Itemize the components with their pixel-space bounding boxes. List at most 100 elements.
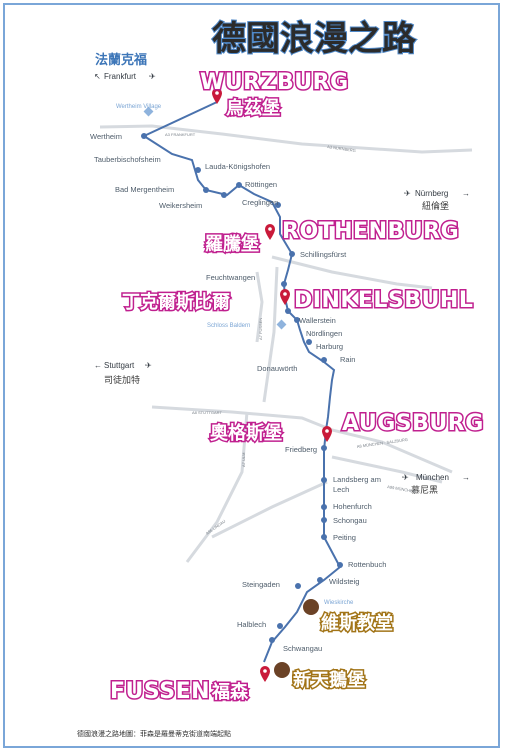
map-pin-icon (212, 88, 222, 104)
highlight-fussen-cjk: 福森 (211, 681, 249, 703)
nurnberg-cjk-label: 紐倫堡 (422, 200, 449, 212)
town-label-schongau: Schongau (333, 516, 367, 525)
munchen-arrow-icon: → (462, 473, 470, 482)
frankfurt-label: Frankfurt (104, 72, 137, 81)
town-label-tauberbischofsheim: Tauberbischofsheim (94, 155, 161, 164)
town-dot-schillingsfurst (289, 251, 295, 257)
town-label-wildsteig: Wildsteig (329, 577, 359, 586)
highlight-augsburg-en: AUGSBURG (342, 411, 484, 436)
highlight-dinkelsbuhl-en: DINKELSBUHL (294, 288, 473, 313)
highlight-neuschwanstein-cjk: 新天鵝堡 (293, 669, 365, 691)
map-frame: 德國浪漫之路 法蘭克福 ↖ Frankfurt ✈ ✈ Nürnberg → 紐… (3, 3, 500, 748)
munchen-airplane-icon: ✈ (402, 473, 409, 482)
town-dot-halblech (277, 623, 283, 629)
motorway-a7-north (262, 266, 279, 403)
town-label-hohenfurch: Hohenfurch (333, 502, 372, 511)
town-label-wieskirche: Wieskirche (324, 600, 354, 606)
highlight-rothenburg-cjk: 羅騰堡 (205, 233, 259, 255)
nurnberg-airplane-icon: ✈ (404, 189, 411, 198)
stuttgart-arrow-icon: ← (94, 361, 102, 370)
town-dot-schongau (321, 517, 327, 523)
highlight-wurzburg-cjk: 烏茲堡 (226, 97, 280, 119)
town-dot-harburg (306, 339, 312, 345)
road-label-a99-munchen: A99 MÜNCHEN (387, 484, 416, 494)
town-label-rottenbuch: Rottenbuch (348, 560, 386, 569)
stuttgart-cjk-label: 司徒加特 (104, 374, 140, 386)
town-label-bad-mergentheim: Bad Mergentheim (115, 185, 174, 194)
town-label-landsberg: Landsberg am (333, 475, 381, 484)
town-label-rain: Rain (340, 355, 355, 364)
road-label-a7-fussen: A7 FUSSEN (258, 318, 263, 340)
frankfurt-arrow-icon: ↖ (94, 72, 101, 81)
town-label-steingaden: Steingaden (242, 580, 280, 589)
town-dot-peiting (321, 534, 327, 540)
map-pin-icon (280, 289, 290, 305)
munchen-label: München (416, 473, 449, 482)
motorway-a3 (99, 124, 473, 154)
town-dot-feuchtwangen (281, 281, 287, 287)
road-label-a3-nurnberg: A3 NURNBERG (327, 144, 356, 153)
highlight-fussen-en: FUSSEN (110, 679, 210, 704)
road-label-a7-ulm: A7 ULM (241, 453, 246, 467)
map-pin-icon (260, 666, 270, 682)
highlight-dinkelsbuhl-cjk: 丁克爾斯比爾 (122, 291, 230, 313)
town-label-harburg: Harburg (316, 342, 343, 351)
town-label-nordlingen: Nördlingen (306, 329, 342, 338)
romantic-road-route (141, 101, 342, 663)
town-label-schillingsfurst: Schillingsfürst (300, 250, 347, 259)
map-pin-icon (322, 426, 332, 442)
munchen-cjk-label: 慕尼黑 (411, 484, 438, 496)
town-dot-hohenfurch (321, 504, 327, 510)
frankfurt-cjk-label: 法蘭克福 (95, 52, 147, 68)
town-dot-landsberg (321, 477, 327, 483)
town-dot-rottingen (236, 182, 242, 188)
town-label-friedberg: Friedberg (285, 445, 317, 454)
town-label-schloss-baldern: Schloss Baldern (207, 323, 250, 329)
town-dot-schwangau (269, 637, 275, 643)
nurnberg-arrow-icon: → (462, 189, 470, 198)
stuttgart-airplane-icon: ✈ (145, 361, 152, 370)
town-dot-creglingen (275, 202, 281, 208)
town-dots (141, 133, 343, 643)
motorway-a96 (211, 480, 328, 539)
town-label-peiting: Peiting (333, 533, 356, 542)
motorway-local (255, 271, 264, 343)
town-label-wertheim-village: Wertheim Village (116, 104, 162, 110)
town-label-feuchtwangen: Feuchtwangen (206, 273, 255, 282)
neuschwanstein-marker (274, 662, 290, 678)
town-dot-rain (321, 357, 327, 363)
page-title: 德國浪漫之路 (212, 19, 417, 59)
stuttgart-label: Stuttgart (104, 361, 135, 370)
town-label-donauworth: Donauwörth (257, 364, 297, 373)
highlight-wurzburg-en: WURZBURG (200, 70, 349, 95)
schloss-baldern-marker (276, 319, 287, 330)
motorways (99, 124, 473, 563)
town-dot-wallerstein (285, 308, 291, 314)
motorway-east (271, 255, 433, 290)
highlight-augsburg-cjk: 奧格斯堡 (210, 422, 282, 444)
map-pin-icon (265, 224, 275, 240)
town-dot-friedberg (321, 445, 327, 451)
road-label-a8-stuttgart: A8 STUTTGART (192, 410, 222, 415)
town-dot-nordlingen (294, 317, 300, 323)
map-caption: 德國浪漫之路地圖：菲森是羅曼蒂克街道南端起點 (77, 729, 231, 738)
highlight-rothenburg-en: ROTHENBURG (282, 219, 459, 244)
town-label-halblech: Halblech (237, 620, 266, 629)
town-label-schwangau: Schwangau (283, 644, 322, 653)
town-label-wertheim: Wertheim (90, 132, 122, 141)
wieskirche-marker (303, 599, 319, 615)
town-label-rottingen: Röttingen (245, 180, 277, 189)
nurnberg-label: Nürnberg (415, 189, 448, 198)
motorway-a99 (331, 455, 443, 484)
town-label-lauda: Lauda-Königshofen (205, 162, 270, 171)
town-dot-wertheim (141, 133, 147, 139)
frankfurt-airplane-icon: ✈ (149, 72, 156, 81)
town-label-weikersheim: Weikersheim (159, 201, 202, 210)
town-label-lech: Lech (333, 485, 349, 494)
town-label-creglingen: Creglingen (242, 198, 278, 207)
town-dot-weikersheim (221, 192, 227, 198)
town-dot-steingaden (295, 583, 301, 589)
highlight-wieskirche-cjk: 維斯教堂 (321, 612, 393, 634)
town-dot-wildsteig (317, 577, 323, 583)
wertheim-village-marker (143, 106, 154, 117)
